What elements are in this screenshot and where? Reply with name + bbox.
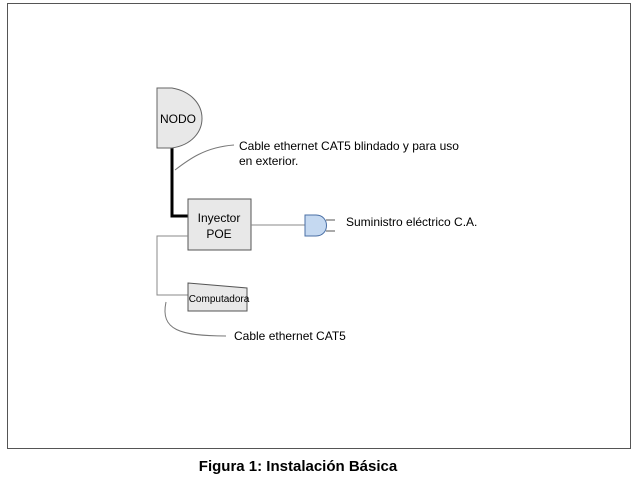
ethernet-cable [156, 235, 188, 296]
computer-label: Computadora [189, 294, 250, 305]
poe-injector-label-line1: Inyector [198, 211, 241, 225]
shielded-cable [170, 147, 188, 218]
figure-caption: Figura 1: Instalación Básica [198, 458, 398, 475]
cat5-cable-label: Cable ethernet CAT5 [234, 329, 346, 343]
cat5-cable-callout [164, 301, 227, 337]
computer-shape [187, 282, 248, 312]
shielded-cable-label-line1: Cable ethernet CAT5 blindado y para uso [239, 139, 459, 153]
nodo-label: NODO [160, 112, 196, 126]
poe-injector-label-line2: POE [206, 227, 231, 241]
shielded-cable-callout [174, 144, 235, 171]
power-plug-icon [304, 214, 327, 237]
nodo-shape [156, 87, 203, 149]
shielded-cable-label-line2: en exterior. [239, 154, 298, 168]
power-supply-label: Suministro eléctrico C.A. [346, 215, 477, 229]
poe-injector-box [187, 198, 252, 251]
